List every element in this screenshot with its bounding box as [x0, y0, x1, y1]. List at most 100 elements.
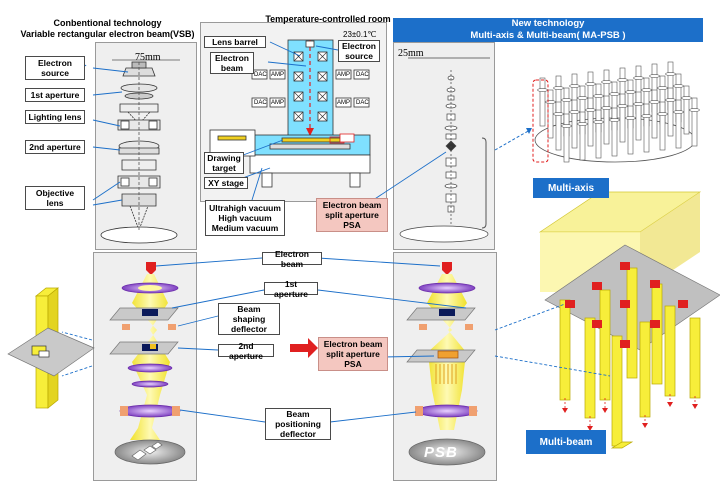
- label-electron-beam-room: Electron beam: [210, 52, 254, 74]
- label-1st-aperture-lower: 1st aperture: [264, 279, 318, 299]
- label-electron-source-room: Electron source: [338, 40, 380, 62]
- axis-column: [555, 101, 562, 151]
- axis-lens: [577, 96, 588, 100]
- label-electron-source: Electron source: [25, 56, 85, 80]
- dac-label-4: DAC: [356, 100, 369, 106]
- psb-optics-drawing: [406, 262, 486, 466]
- label-lens-barrel: Lens barrel: [204, 36, 266, 48]
- amp-label-4: AMP: [337, 100, 351, 106]
- axis-lens: [625, 90, 636, 94]
- axis-lens: [609, 92, 620, 96]
- axis-lens: [585, 82, 596, 86]
- left-header: Conbentional technology Variable rectang…: [20, 18, 195, 40]
- axis-lens: [569, 110, 580, 114]
- axis-lens: [553, 112, 564, 116]
- axis-lens: [633, 102, 644, 106]
- right-header-line1: New technology: [511, 18, 585, 29]
- axis-column: [619, 93, 626, 143]
- axis-lens: [641, 88, 652, 92]
- label-vacuum: Ultrahigh vacuum High vacuum Medium vacu…: [205, 200, 285, 236]
- axis-lens: [625, 116, 636, 120]
- leader-lines: [61, 41, 611, 423]
- mapsb-column-panel: [393, 42, 495, 250]
- axis-column: [571, 99, 578, 149]
- axis-column: [667, 87, 674, 137]
- axis-lens: [657, 112, 668, 116]
- axis-column: [563, 113, 570, 163]
- vsb-optics-drawing: [109, 262, 186, 465]
- axis-lens: [665, 72, 676, 76]
- axis-column: [603, 95, 610, 145]
- center-header: Temperature-controlled room: [265, 14, 391, 24]
- room-drawing: [209, 39, 371, 188]
- amp-label-1: AMP: [271, 72, 285, 78]
- label-beam-shaping-deflector: Beam shaping deflector: [218, 303, 280, 335]
- axis-lens: [657, 86, 668, 90]
- axis-lens: [577, 122, 588, 126]
- axis-column: [539, 77, 546, 127]
- multi-axis-drawing: [494, 61, 700, 163]
- vsb-column-drawing: [100, 59, 180, 244]
- axis-lens: [609, 118, 620, 122]
- axis-lens: [633, 76, 644, 80]
- label-beam-positioning-deflector: Beam positioning deflector: [265, 408, 331, 440]
- amp-label-2: AMP: [337, 72, 351, 78]
- axis-lens: [617, 104, 628, 108]
- axis-column: [651, 89, 658, 139]
- psb-logo: PSB: [424, 444, 458, 461]
- label-objective-lens: Objective lens: [25, 186, 85, 210]
- axis-lens: [593, 94, 604, 98]
- label-lighting-lens: Lighting lens: [25, 110, 85, 124]
- axis-column: [611, 107, 618, 157]
- axis-lens: [673, 84, 684, 88]
- axis-lens: [561, 98, 572, 102]
- axis-lens: [545, 100, 556, 104]
- axis-column: [635, 91, 642, 141]
- axis-column: [595, 109, 602, 159]
- axis-lens: [673, 110, 684, 114]
- axis-lens: [665, 98, 676, 102]
- label-2nd-aperture-lower: 2nd aperture: [218, 341, 274, 361]
- vacuum-high: High vacuum: [218, 213, 272, 223]
- axis-lens: [561, 124, 572, 128]
- label-psa-top: Electron beam split aperture PSA: [316, 198, 388, 232]
- axis-lens: [641, 114, 652, 118]
- axis-lens: [601, 80, 612, 84]
- axis-column: [659, 101, 666, 151]
- axis-lens: [553, 86, 564, 90]
- axis-column: [691, 97, 698, 147]
- right-header-line2: Multi-axis & Multi-beam( MA-PSB ): [470, 30, 626, 41]
- axis-lens: [649, 74, 660, 78]
- dac-label-1: DAC: [254, 72, 267, 78]
- axis-lens: [593, 120, 604, 124]
- axis-lens: [617, 78, 628, 82]
- arrow-icon: [290, 338, 318, 358]
- axis-lens: [681, 96, 692, 100]
- axis-column: [547, 89, 554, 139]
- axis-column: [683, 85, 690, 135]
- right-header: New technology Multi-axis & Multi-beam( …: [393, 18, 703, 42]
- dimension-75mm: 75mm: [135, 52, 161, 63]
- label-electron-beam-lower: Electron beam: [262, 249, 322, 269]
- left-header-line2: Variable rectangular electron beam(VSB): [20, 29, 195, 39]
- axis-lens: [569, 84, 580, 88]
- axis-column: [643, 103, 650, 153]
- axis-column: [587, 97, 594, 147]
- axis-lens: [649, 100, 660, 104]
- mapsb-column-drawing: [399, 57, 490, 243]
- room-temp: 23±0.1℃: [343, 30, 377, 39]
- shaped-beam-drawing: [7, 287, 95, 409]
- multi-beam-drawing: [538, 191, 720, 449]
- axis-lens: [585, 108, 596, 112]
- amp-label-3: AMP: [271, 100, 285, 106]
- vacuum-medium: Medium vacuum: [211, 223, 279, 233]
- axis-column: [579, 111, 586, 161]
- dac-label-2: DAC: [356, 72, 369, 78]
- label-2nd-aperture: 2nd aperture: [25, 140, 85, 154]
- axis-lens: [601, 106, 612, 110]
- multi-beam-badge: Multi-beam: [526, 430, 606, 454]
- label-psa-lower: Electron beam split aperture PSA: [318, 337, 388, 371]
- axis-column: [675, 99, 682, 149]
- axis-lens: [689, 108, 700, 112]
